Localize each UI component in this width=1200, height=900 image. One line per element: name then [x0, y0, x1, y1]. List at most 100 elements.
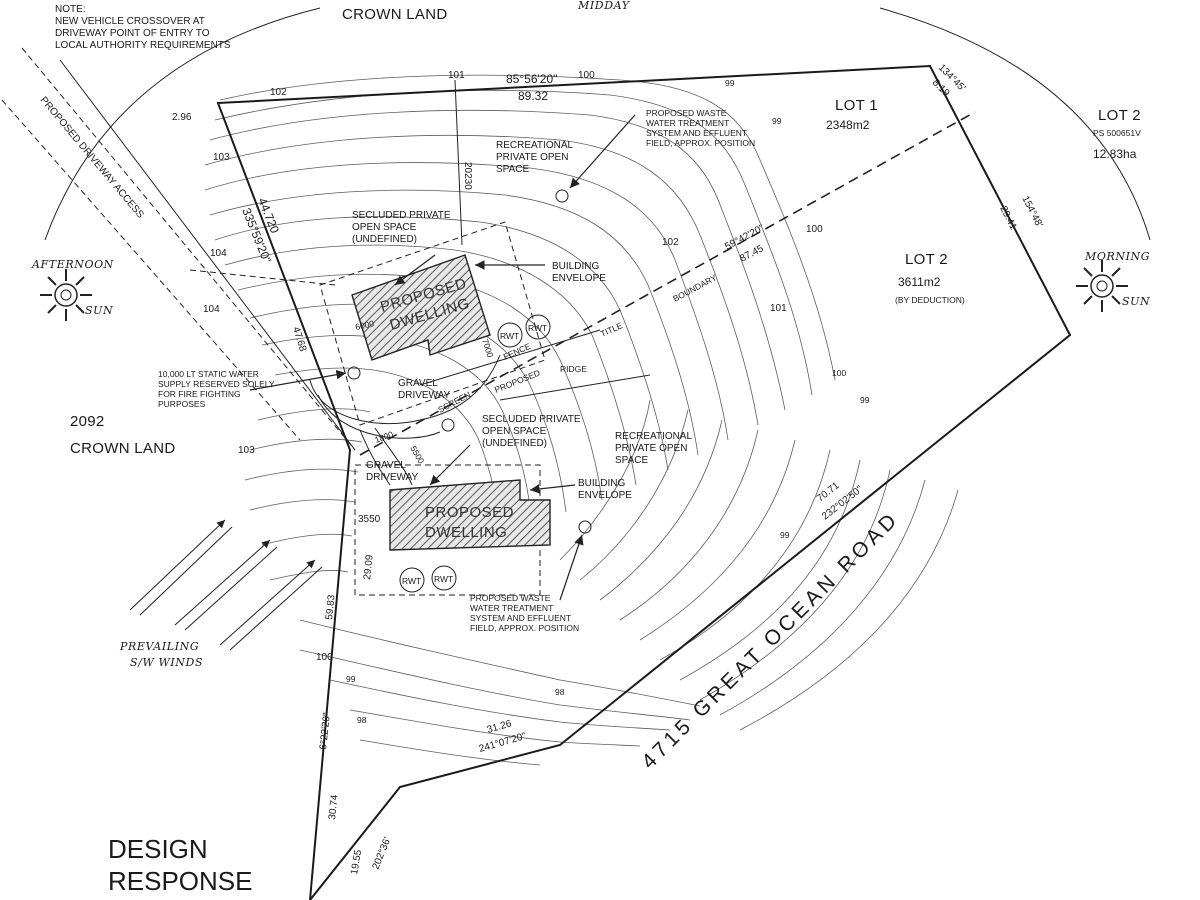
rwt-tank-1b	[525, 314, 551, 340]
svg-text:154°48': 154°48'	[1019, 194, 1044, 229]
svg-text:30.74: 30.74	[327, 794, 341, 820]
rec-open-1-l1: RECREATIONAL	[496, 140, 573, 151]
svg-text:103: 103	[238, 445, 255, 456]
title-boundary-outline	[216, 64, 1072, 900]
lot2-outer-area: 12.83ha	[1093, 147, 1137, 161]
proposed-dwelling-1-footprint	[351, 254, 491, 361]
title-response: RESPONSE	[108, 866, 253, 896]
svg-text:241°07'20": 241°07'20"	[478, 731, 528, 755]
boundary-dimensions: 85°56'20" 89.32 134°45' 8.19 154°48' 29.…	[172, 62, 1044, 875]
svg-text:RECREATIONAL PRIVATE OPE: RECREATIONAL PRIVATE OPEN SPACE	[615, 431, 694, 466]
svg-text:SECLUDED PRIVATE OPEN SP: SECLUDED PRIVATE OPEN SPACE (UNDEFINED)	[352, 210, 453, 245]
svg-text:PROPOSED WASTE WATER TRE: PROPOSED WASTE WATER TREATMENT SYSTEM AN…	[470, 593, 579, 633]
waste-marker-1	[555, 189, 569, 203]
lot1-name: LOT 1	[835, 97, 878, 114]
lot2-inner-name: LOT 2	[905, 251, 948, 268]
crown-land-left-label: CROWN LAND	[70, 440, 176, 457]
svg-text:BUILDING ENVELOPE: BUILDING ENVELOPE	[552, 261, 606, 284]
water-supply-marker	[347, 366, 361, 380]
afternoon-label: AFTERNOON	[31, 258, 114, 271]
svg-text:PROPOSED DWELLING: PROPOSED DWELLING	[425, 504, 519, 541]
prevailing-wind-arrows	[129, 519, 323, 651]
svg-text:31.26: 31.26	[486, 718, 514, 736]
lot2-outer-ps: PS 500651V	[1093, 128, 1141, 138]
svg-text:100: 100	[806, 224, 823, 235]
morning-sun-label: SUN	[1122, 295, 1150, 308]
svg-text:GRAVEL DRIVEWAY: GRAVEL DRIVEWAY	[366, 460, 419, 483]
lot1-area: 2348m2	[826, 118, 870, 132]
note-line-4: LOCAL AUTHORITY REQUIREMENTS	[55, 40, 231, 51]
svg-text:BOUNDARY: BOUNDARY	[671, 272, 718, 304]
svg-text:99: 99	[772, 116, 782, 126]
svg-text:SECLUDED PRIVATE OPEN SP: SECLUDED PRIVATE OPEN SPACE (UNDEFINED)	[482, 414, 583, 449]
svg-text:29.09: 29.09	[362, 554, 376, 580]
rwt-label-1a: RWT	[500, 331, 519, 341]
leader-arrows	[249, 114, 636, 601]
svg-text:101: 101	[770, 303, 787, 314]
annotation-labels: RECREATIONAL PRIVATE OPEN SPACE PROPOSED…	[158, 108, 755, 633]
sun-path-arc	[44, 7, 321, 241]
svg-text:87.45: 87.45	[738, 243, 766, 265]
svg-text:PROPOSED: PROPOSED	[493, 368, 541, 395]
svg-text:99: 99	[780, 530, 790, 540]
contour-labels: 101 100 102 103 104 104 103 99 99 102 10…	[203, 70, 870, 725]
afternoon-sun-label: SUN	[85, 304, 113, 317]
rwt-tank-1a	[497, 322, 523, 348]
svg-text:5500: 5500	[408, 444, 426, 466]
svg-text:TITLE: TITLE	[599, 320, 625, 339]
svg-text:RIDGE: RIDGE	[560, 364, 587, 374]
svg-text:20230: 20230	[462, 162, 473, 190]
svg-text:99: 99	[346, 674, 356, 684]
lot2-inner-note: (BY DEDUCTION)	[895, 295, 965, 305]
title-boundary-dashed-line	[359, 111, 976, 456]
building-envelope-1	[319, 221, 546, 426]
svg-text:101: 101	[448, 70, 465, 81]
rwt-label-2b: RWT	[434, 574, 453, 584]
svg-text:GRAVEL DRIVEWAY: GRAVEL DRIVEWAY	[398, 378, 451, 401]
svg-text:3550: 3550	[358, 514, 381, 525]
svg-text:102: 102	[662, 237, 679, 248]
note-line-2: NEW VEHICLE CROSSOVER AT	[55, 16, 205, 27]
svg-text:100: 100	[832, 368, 846, 378]
crown-land-number: 2092	[70, 413, 105, 430]
svg-text:BUILDING ENVELOPE: BUILDING ENVELOPE	[578, 478, 632, 501]
svg-text:85°56'20": 85°56'20"	[506, 72, 557, 86]
svg-text:100: 100	[578, 70, 595, 81]
note-block: NOTE: NEW VEHICLE CROSSOVER AT DRIVEWAY …	[55, 4, 231, 51]
svg-text:29.41: 29.41	[997, 204, 1018, 232]
midday-label: MIDDAY	[577, 0, 631, 12]
crown-land-top-label: CROWN LAND	[342, 6, 448, 23]
lot2-outer-name: LOT 2	[1098, 107, 1141, 124]
svg-text:100: 100	[316, 652, 333, 663]
road-label: 4715 GREAT OCEAN ROAD	[637, 507, 904, 774]
svg-text:104: 104	[210, 248, 227, 259]
svg-text:99: 99	[860, 395, 870, 405]
morning-sun-icon	[1076, 260, 1128, 312]
svg-text:19.55: 19.55	[349, 849, 364, 876]
note-line-3: DRIVEWAY POINT OF ENTRY TO	[55, 28, 210, 39]
svg-text:89.32: 89.32	[518, 89, 548, 103]
sun-path-arc-right	[879, 7, 1151, 241]
svg-text:104: 104	[203, 304, 220, 315]
rwt-tank-2b	[431, 565, 457, 591]
svg-text:98: 98	[555, 687, 565, 697]
svg-text:99: 99	[725, 78, 735, 88]
svg-text:2.96: 2.96	[172, 112, 192, 123]
svg-text:102: 102	[270, 87, 287, 98]
morning-label: MORNING	[1084, 250, 1150, 263]
contour-lines	[204, 74, 959, 766]
lot2-inner-area: 3611m2	[898, 275, 941, 289]
rwt-label-1b: RWT	[528, 323, 547, 333]
svg-text:6000: 6000	[354, 318, 375, 332]
rwt-tank-2a	[399, 567, 425, 593]
svg-text:98: 98	[357, 715, 367, 725]
proposed-dwelling-2-footprint	[389, 479, 551, 551]
waste-marker-2	[578, 520, 592, 534]
svg-text:202°36': 202°36'	[371, 836, 394, 871]
svg-text:6°22'20": 6°22'20"	[318, 712, 333, 751]
svg-text:PROPOSED WASTE WATER TRE: PROPOSED WASTE WATER TREATMENT SYSTEM AN…	[646, 108, 755, 148]
afternoon-sun-icon	[40, 269, 92, 321]
svg-text:1800: 1800	[373, 429, 394, 445]
svg-text:59.83: 59.83	[324, 594, 338, 620]
